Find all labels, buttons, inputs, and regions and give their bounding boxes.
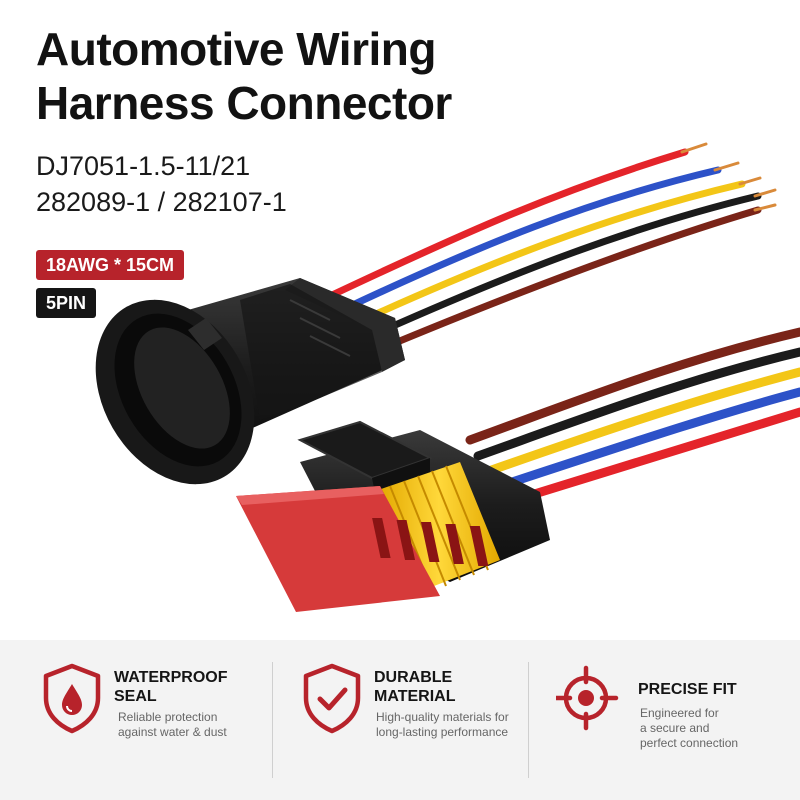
feature-durable: DURABLE MATERIAL High-quality materials … [300,640,520,800]
wire-yellow-upper [350,180,746,328]
product-image [95,142,800,612]
feature-description: Reliable protection against water & dust [118,710,227,739]
feature-strip: WATERPROOF SEAL Reliable protection agai… [0,640,800,800]
checkmark-shield-icon [303,663,361,734]
crosshair-target-icon [556,665,619,731]
feature-description: Engineered for a secure and perfect conn… [640,706,739,750]
wire-blue-upper [338,166,722,314]
model-line-1: DJ7051-1.5-11/21 [36,151,251,181]
feature-title: WATERPROOF SEAL [114,669,228,705]
female-connector-wires [465,327,800,509]
feature-title: PRECISE FIT [638,681,737,698]
wire-red-upper [326,148,689,300]
wire-red-lower [497,407,800,509]
divider [272,662,273,778]
pin-count-badge: 5PIN [36,288,97,318]
male-connector-wires [326,148,762,354]
wire-blue-lower [489,387,800,493]
stripped-wire-ends [680,142,777,212]
title-line-2: Harness Connector [36,77,452,129]
model-line-2: 282089-1 / 282107-1 [36,187,287,217]
feature-title: DURABLE MATERIAL [374,669,456,705]
wire-yellow-lower [481,367,800,477]
feature-waterproof: WATERPROOF SEAL Reliable protection agai… [40,640,260,800]
title-line-1: Automotive Wiring [36,23,436,75]
wire-black-upper [362,192,762,342]
divider [528,662,529,778]
water-drop-shield-icon [43,663,101,734]
wire-black-lower [473,347,800,461]
male-connector [95,278,405,485]
wire-brown-upper [374,206,762,354]
page-title: Automotive Wiring Harness Connector [36,22,452,130]
feature-precise-fit: PRECISE FIT Engineered for a secure and … [556,640,776,800]
feature-description: High-quality materials for long-lasting … [376,710,509,739]
model-numbers: DJ7051-1.5-11/21 282089-1 / 282107-1 [36,148,287,220]
red-housing [236,486,440,612]
female-connector [236,420,550,612]
wire-brown-lower [465,327,800,445]
spec-badge: 18AWG * 15CM [36,250,185,280]
